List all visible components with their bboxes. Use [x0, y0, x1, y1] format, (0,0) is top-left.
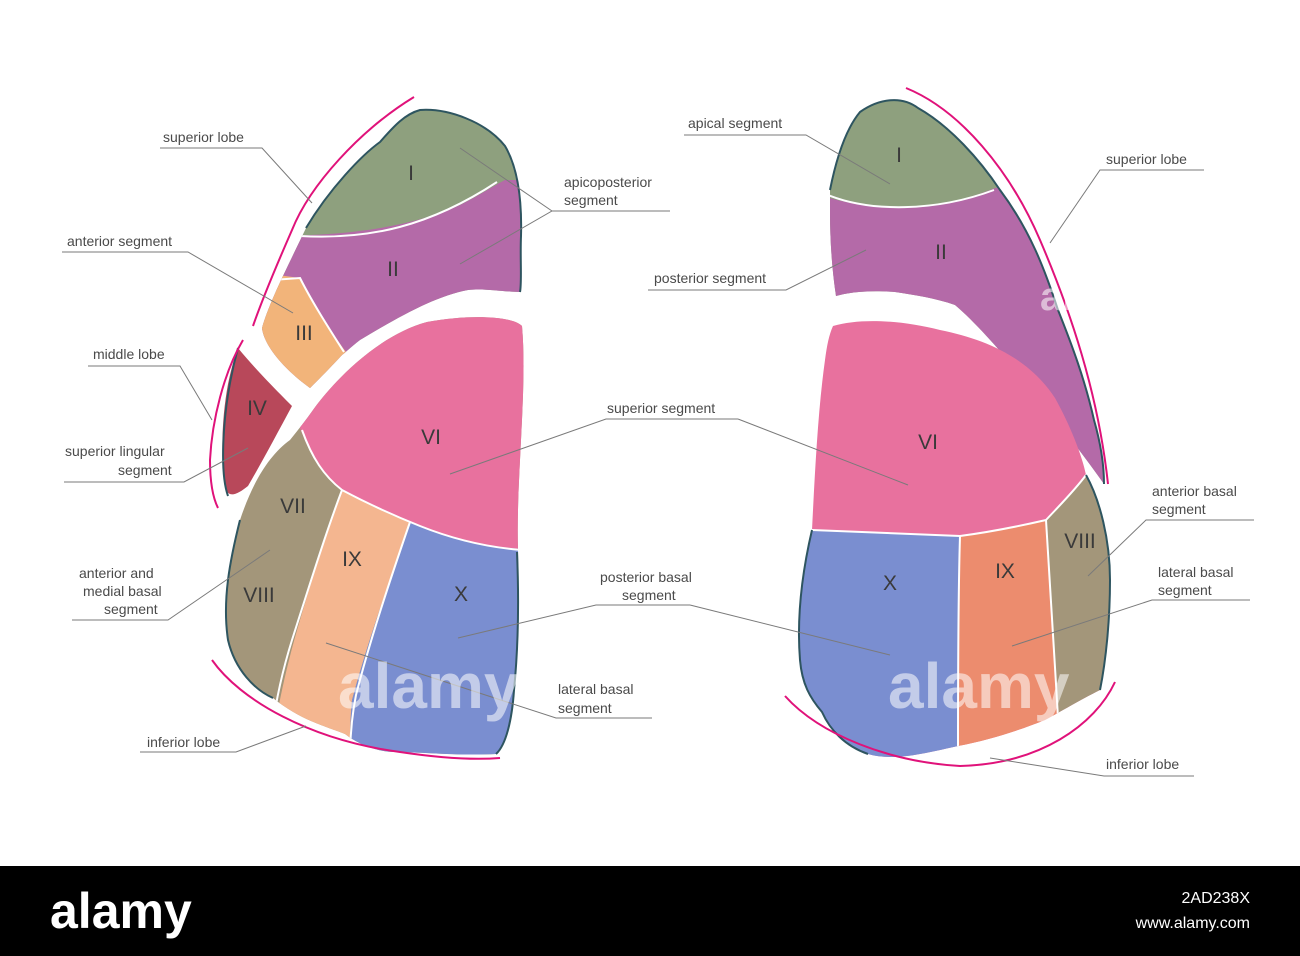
leader-left-inferior-lobe [140, 725, 307, 753]
left-inferior-outline [495, 551, 519, 755]
left-inferior-outline-front [224, 519, 274, 699]
footer-logo: alamy [50, 883, 192, 939]
left-numeral-VII: VII [280, 495, 306, 518]
label-left-inferior-lobe: inferior lobe [147, 734, 220, 750]
left-seam-VIII-IX [271, 489, 343, 731]
left-seam-II-III [271, 276, 345, 353]
leader-left-superior-lobe [160, 147, 313, 204]
label-lateral-basal-left-line1: lateral basal [558, 681, 634, 697]
leader-apicoposterior-I [459, 147, 553, 212]
right-numeral-I: I [896, 144, 902, 167]
label-anterior-basal-line1: anterior basal [1152, 483, 1237, 499]
label-anterior-medial-line2: medial basal [83, 583, 162, 599]
label-anterior-segment: anterior segment [67, 233, 172, 249]
label-anterior-medial-line1: anterior and [79, 565, 154, 581]
label-lateral-basal-left-line2: segment [558, 700, 612, 716]
leader-posterior-basal-left [457, 604, 690, 639]
left-numeral-I: I [408, 162, 414, 185]
leader-anterior-segment [62, 251, 294, 314]
leader-apical-segment [684, 134, 891, 185]
left-numeral-VIII: VIII [243, 584, 275, 607]
right-numeral-II: II [935, 241, 947, 264]
label-apical-segment: apical segment [688, 115, 782, 131]
watermark-right-lung: alamy [888, 650, 1070, 722]
right-seam-IX-VIII [1045, 519, 1059, 719]
right-numeral-IX: IX [995, 560, 1015, 583]
left-seam-VI [301, 429, 523, 551]
right-inferior-outline-back [1085, 474, 1111, 691]
footer-image-id: 2AD238X [1182, 890, 1251, 907]
leader-superior-segment-right [737, 418, 909, 486]
right-segment-IX [958, 520, 1058, 757]
watermark-left: alamy [338, 650, 520, 722]
leader-superior-lingular [64, 447, 249, 483]
diagram-canvas: I II III IV VI VII VIII IX X I II VI X I… [62, 87, 1254, 777]
leader-anterior-medial [72, 549, 271, 621]
leader-posterior-segment [648, 249, 867, 291]
label-posterior-basal-line2: segment [622, 587, 676, 603]
right-seam-I-II [830, 189, 995, 209]
label-posterior-basal-line1: posterior basal [600, 569, 692, 585]
leader-anterior-basal [1087, 519, 1254, 577]
left-numeral-II: II [387, 258, 399, 281]
left-seam-I-II [299, 181, 498, 238]
label-lateral-basal-right-line1: lateral basal [1158, 564, 1234, 580]
right-numeral-VIII: VIII [1064, 530, 1096, 553]
left-middle-outline [222, 347, 239, 497]
right-segment-X [799, 530, 960, 757]
leader-superior-segment-left [449, 418, 738, 475]
label-superior-lingular-line1: superior lingular [65, 443, 165, 459]
label-apicoposterior-line1: apicoposterior [564, 174, 652, 190]
right-seam-VI [811, 474, 1087, 538]
left-segment-IV [222, 348, 292, 495]
leader-posterior-basal-right [689, 604, 891, 656]
right-numeral-X: X [883, 572, 897, 595]
leader-lateral-basal-left [325, 642, 652, 719]
label-anterior-basal-line2: segment [1152, 501, 1206, 517]
left-numeral-VI: VI [421, 426, 441, 449]
left-segment-VI [300, 317, 524, 550]
right-superior-lobe-bracket [905, 87, 1109, 485]
footer-canvas: alamy 2AD238X www.alamy.com [50, 883, 1251, 939]
right-numeral-VI: VI [918, 431, 938, 454]
left-superior-lobe-bracket [252, 96, 415, 327]
right-superior-outline [829, 99, 1105, 485]
leader-right-superior-lobe [1049, 169, 1204, 244]
label-left-superior-lobe: superior lobe [163, 129, 244, 145]
left-seam-IX-X [349, 521, 411, 755]
left-segment-IX [270, 490, 410, 755]
footer-site: www.alamy.com [1135, 915, 1250, 932]
left-superior-outline [305, 108, 523, 293]
leader-right-inferior-lobe [989, 757, 1194, 777]
label-right-superior-lobe: superior lobe [1106, 151, 1187, 167]
left-numeral-X: X [454, 583, 468, 606]
label-apicoposterior-line2: segment [564, 192, 618, 208]
right-seam-X-IX [957, 535, 961, 751]
left-numeral-IV: IV [247, 397, 267, 420]
label-middle-lobe: middle lobe [93, 346, 165, 362]
label-lateral-basal-right-line2: segment [1158, 582, 1212, 598]
leader-middle-lobe [88, 365, 213, 421]
label-anterior-medial-line3: segment [104, 601, 158, 617]
footer-bar: alamy 2AD238X www.alamy.com [0, 866, 1300, 956]
leader-lateral-basal-right [1011, 599, 1250, 647]
watermark-right-edge: alamy [1040, 275, 1154, 319]
label-posterior-segment: posterior segment [654, 270, 766, 286]
left-segment-X [350, 522, 524, 755]
label-right-inferior-lobe: inferior lobe [1106, 756, 1179, 772]
left-middle-lobe-bracket [208, 339, 244, 509]
label-superior-lingular-line2: segment [118, 462, 172, 478]
left-numeral-IX: IX [342, 548, 362, 571]
label-superior-segment: superior segment [607, 400, 715, 416]
left-inferior-lobe-bracket [211, 659, 501, 760]
left-numeral-III: III [295, 322, 313, 345]
right-inferior-lobe-bracket [784, 681, 1116, 768]
